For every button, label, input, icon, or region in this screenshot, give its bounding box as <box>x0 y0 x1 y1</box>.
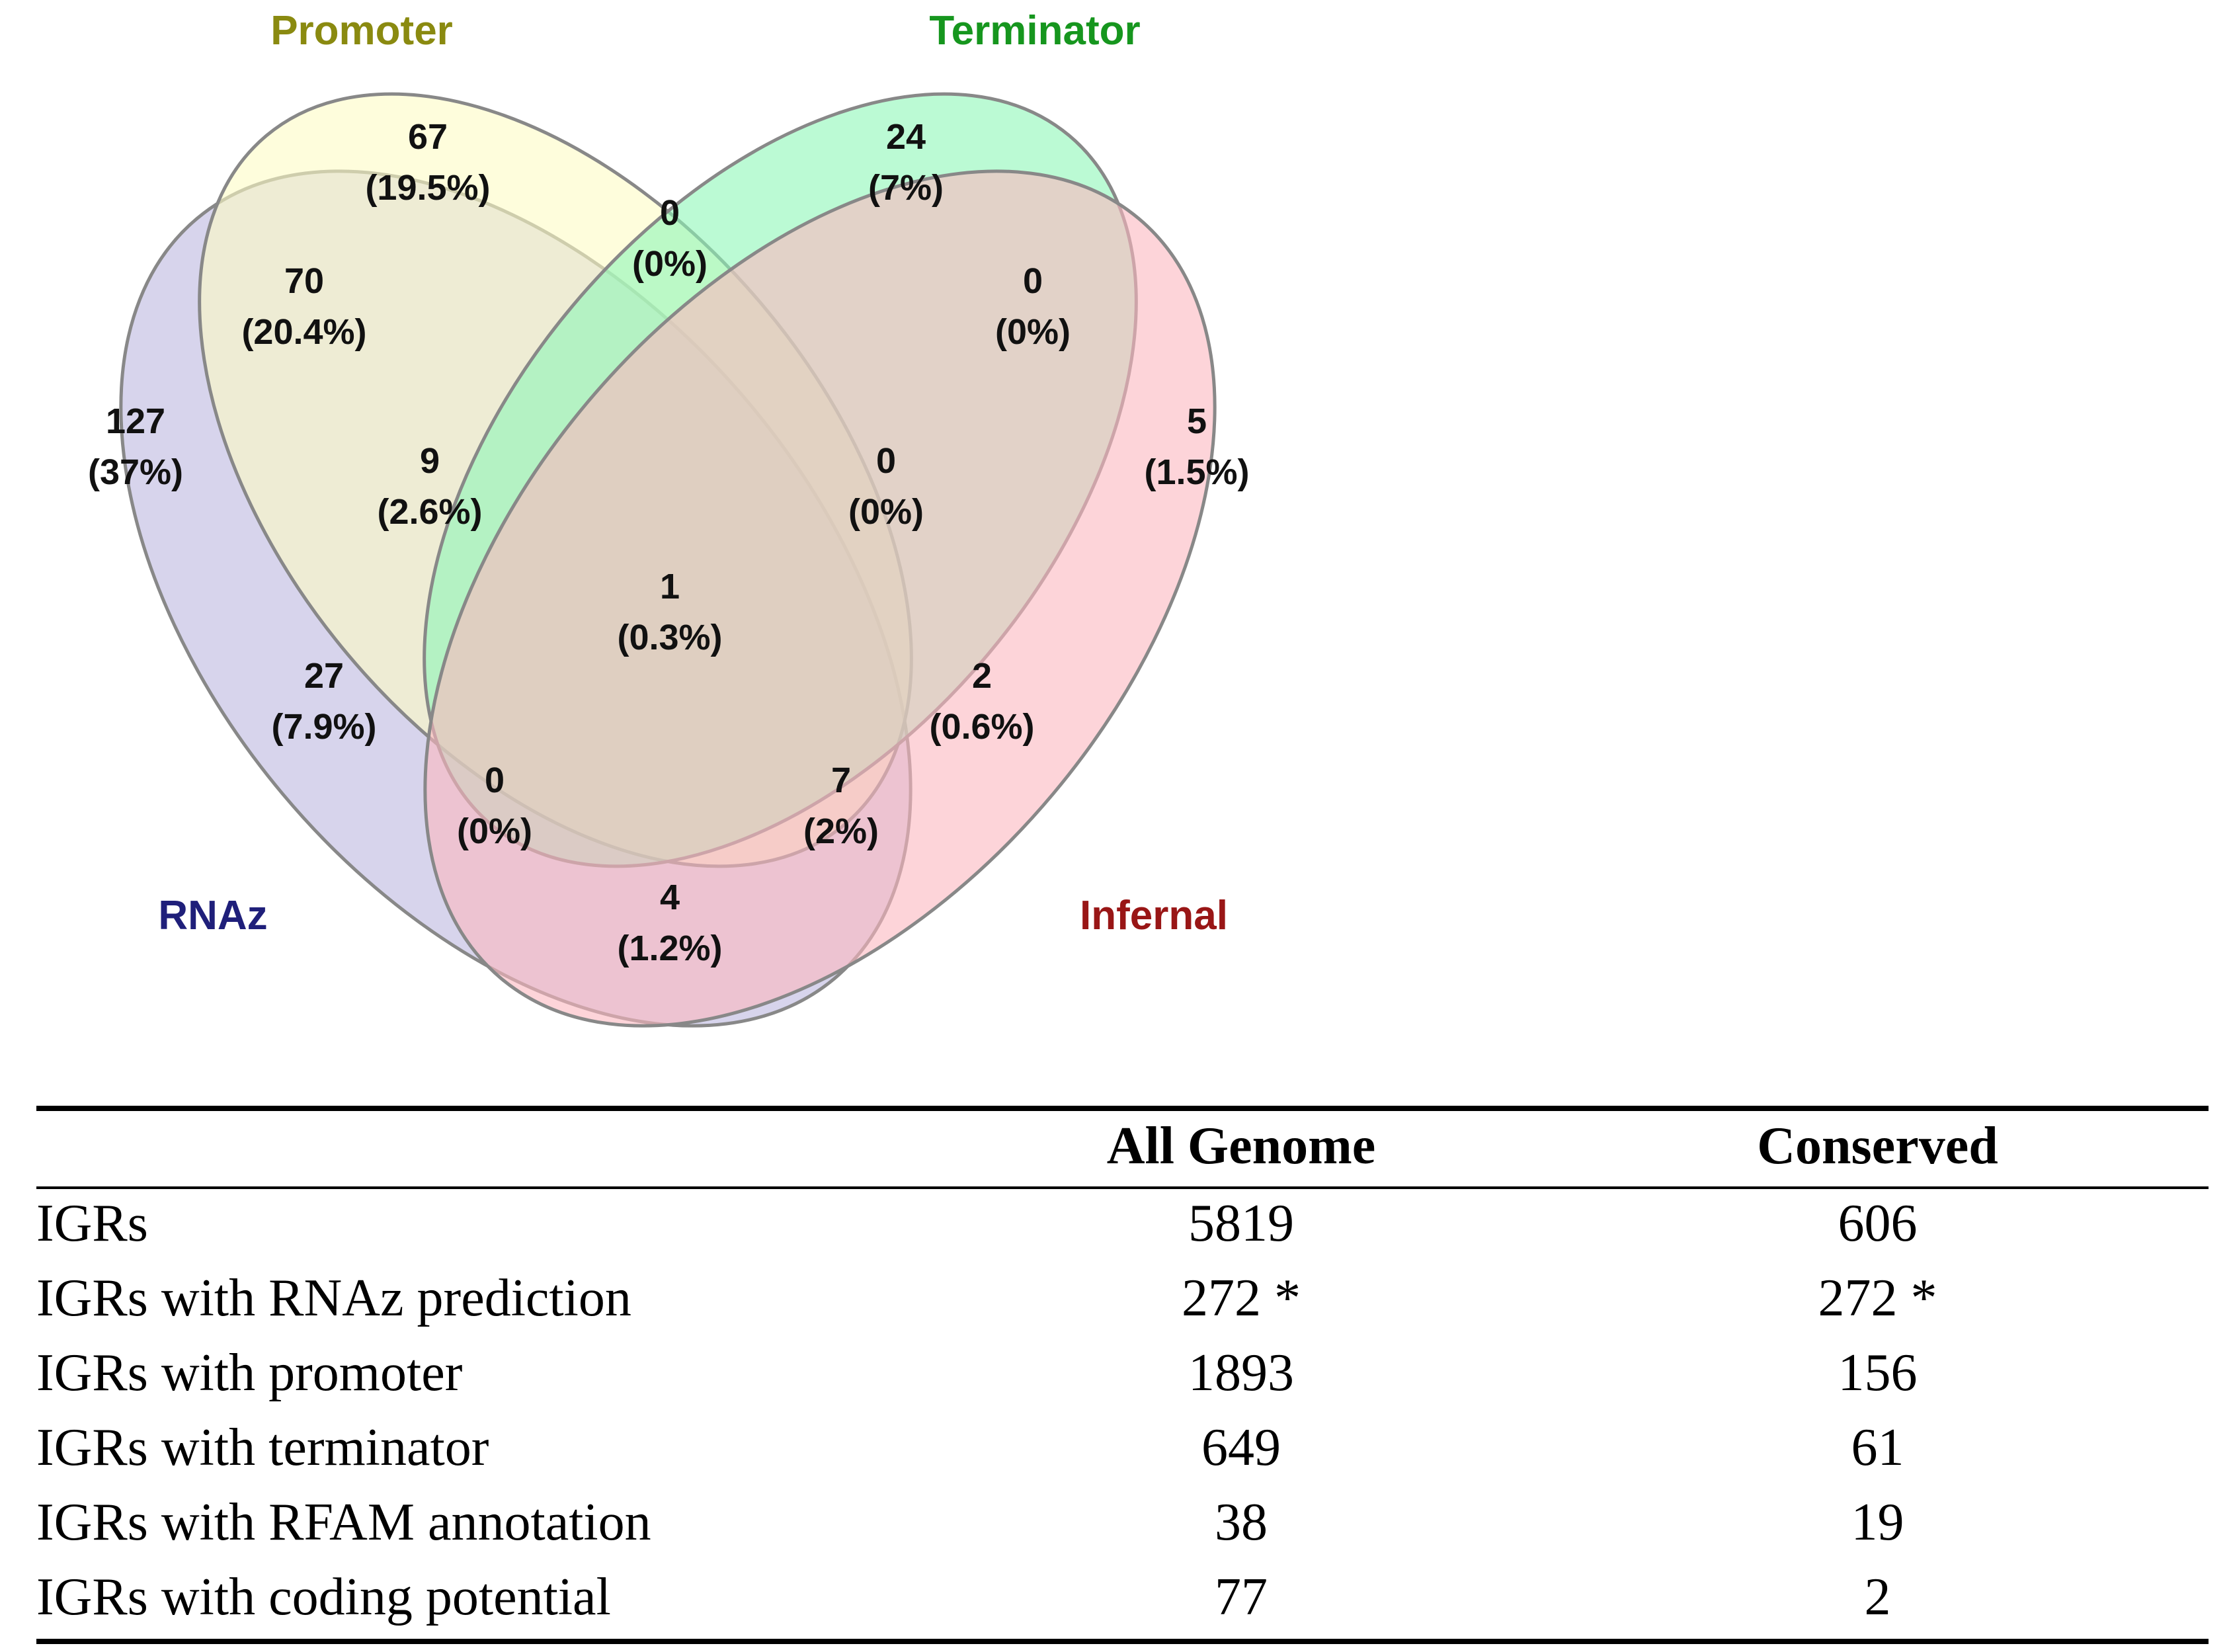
table-rule-top <box>36 1106 2209 1111</box>
region-rnaz-only-count: 127 <box>106 401 165 441</box>
region-terminator-only-count: 24 <box>886 117 926 157</box>
header-cell-conserved: Conserved <box>1757 1116 1998 1175</box>
row-label: IGRs with terminator <box>36 1419 489 1477</box>
table-rule-header <box>36 1186 2209 1189</box>
region-rnaz-promoter-terminator-count: 9 <box>420 441 440 481</box>
region-rnaz-promoter-infernal-count: 7 <box>831 761 851 800</box>
region-rnaz-infernal-pct: (1.2%) <box>617 929 722 968</box>
region-terminator-only-pct: (7%) <box>868 168 944 208</box>
region-promoter-infernal-count: 2 <box>972 656 992 696</box>
region-promoter-terminator-pct: (0%) <box>632 244 708 284</box>
row-label: IGRs <box>36 1194 148 1253</box>
row-all-genome: 38 <box>1215 1493 1268 1551</box>
region-promoter-infernal-pct: (0.6%) <box>929 707 1034 747</box>
table-row: IGRs with RNAz prediction 272 * 272 * <box>36 1261 2209 1336</box>
region-rnaz-promoter-terminator-pct: (2.6%) <box>377 492 482 532</box>
region-labels: 127 (37%) 67 (19.5%) 24 (7%) 5 (1.5%) 0 … <box>88 117 1250 968</box>
region-promoter-only-pct: (19.5%) <box>365 168 490 208</box>
row-label: IGRs with coding potential <box>36 1568 611 1626</box>
row-conserved: 156 <box>1838 1344 1918 1402</box>
region-infernal-only-count: 5 <box>1187 401 1207 441</box>
set-label-promoter: Promoter <box>270 8 453 54</box>
row-all-genome: 272 * <box>1182 1269 1301 1327</box>
table-row: IGRs with coding potential 77 2 <box>36 1560 2209 1635</box>
row-label: IGRs with promoter <box>36 1344 463 1402</box>
venn-ellipses <box>119 92 1217 1028</box>
row-conserved: 2 <box>1864 1568 1891 1626</box>
region-rnaz-only-pct: (37%) <box>88 452 183 492</box>
table-rule-bottom <box>36 1639 2209 1644</box>
region-rnaz-terminator-infernal-count: 0 <box>485 761 505 800</box>
set-label-rnaz: RNAz <box>158 893 267 938</box>
region-rnaz-terminator-pct: (7.9%) <box>271 707 376 747</box>
row-all-genome: 77 <box>1215 1568 1268 1626</box>
row-label: IGRs with RNAz prediction <box>36 1269 631 1327</box>
table-row: IGRs with RFAM annotation 38 19 <box>36 1485 2209 1560</box>
region-rnaz-terminator-count: 27 <box>304 656 344 696</box>
row-conserved: 272 * <box>1818 1269 1937 1327</box>
region-terminator-infernal-count: 0 <box>1023 261 1043 301</box>
row-conserved: 606 <box>1838 1194 1918 1253</box>
venn-diagram: Promoter Terminator RNAz Infernal 127 (3… <box>88 8 1250 1028</box>
region-rnaz-promoter-count: 70 <box>284 261 324 301</box>
region-rnaz-promoter-infernal-pct: (2%) <box>803 811 879 851</box>
region-promoter-terminator-infernal-count: 0 <box>876 441 896 481</box>
stats-table: All Genome Conserved IGRs 5819 606 IGRs … <box>36 1106 2209 1635</box>
row-all-genome: 649 <box>1201 1419 1281 1477</box>
row-all-genome: 5819 <box>1188 1194 1294 1253</box>
set-labels: Promoter Terminator RNAz Infernal <box>158 8 1228 938</box>
set-label-terminator: Terminator <box>929 8 1140 54</box>
header-cell-label <box>36 1106 936 1186</box>
row-conserved: 19 <box>1851 1493 1904 1551</box>
region-promoter-terminator-count: 0 <box>660 193 680 233</box>
table-row: IGRs with promoter 1893 156 <box>36 1336 2209 1411</box>
region-terminator-infernal-pct: (0%) <box>995 312 1071 352</box>
region-rnaz-infernal-count: 4 <box>660 878 680 917</box>
table-header-row: All Genome Conserved <box>36 1106 2209 1186</box>
region-all-four-pct: (0.3%) <box>617 618 722 657</box>
region-rnaz-promoter-pct: (20.4%) <box>241 312 366 352</box>
table-row: IGRs with terminator 649 61 <box>36 1411 2209 1485</box>
ellipse-infernal <box>423 169 1217 1028</box>
region-infernal-only-pct: (1.5%) <box>1144 452 1249 492</box>
row-label: IGRs with RFAM annotation <box>36 1493 651 1551</box>
set-label-infernal: Infernal <box>1080 893 1228 938</box>
region-promoter-only-count: 67 <box>408 117 448 157</box>
region-all-four-count: 1 <box>660 567 680 606</box>
header-cell-all-genome: All Genome <box>1106 1116 1376 1175</box>
region-rnaz-terminator-infernal-pct: (0%) <box>457 811 532 851</box>
region-promoter-terminator-infernal-pct: (0%) <box>848 492 924 532</box>
row-all-genome: 1893 <box>1188 1344 1294 1402</box>
row-conserved: 61 <box>1851 1419 1904 1477</box>
table-row: IGRs 5819 606 <box>36 1186 2209 1261</box>
